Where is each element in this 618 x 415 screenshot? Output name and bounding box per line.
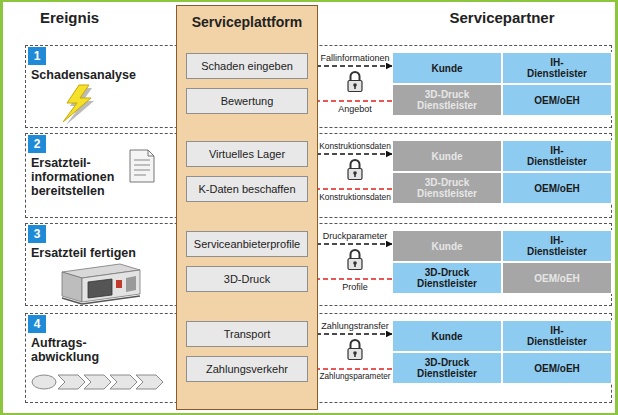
return-flow-arrow: [308, 368, 392, 370]
edge-label: Angebot: [338, 104, 372, 114]
return-flow-arrow: [308, 278, 392, 280]
partner-box: IH- Dienstleister: [502, 230, 612, 262]
platform-function-box: Schaden eingeben: [186, 53, 308, 79]
function-label: Virtuelles Lager: [209, 148, 285, 160]
step-number: 4: [28, 315, 46, 333]
partner-label: Kunde: [431, 331, 462, 342]
event-row: Ersatzteil- informationen bereitstellen 2…: [25, 133, 612, 218]
partner-box: IH- Dienstleister: [502, 140, 612, 172]
partner-box: 3D-Druck Dienstleister: [392, 172, 502, 204]
edge-label: Zahlungsparameter: [320, 372, 391, 381]
step-number: 2: [28, 135, 46, 153]
padlock-icon: [348, 72, 362, 92]
column-heading: Serviceplattform: [177, 6, 317, 30]
partner-box: IH- Dienstleister: [502, 52, 612, 84]
step-number-text: 2: [34, 137, 41, 151]
function-label: Serviceanbieterprofile: [194, 238, 300, 250]
data-flow-arrow: [308, 65, 392, 67]
partner-label: Kunde: [431, 241, 462, 252]
padlock-icon: [348, 160, 362, 180]
event-title: Ersatzteil fertigen: [31, 246, 171, 260]
partner-box: Kunde: [392, 52, 502, 84]
partner-box: 3D-Druck Dienstleister: [392, 84, 502, 116]
function-label: Zahlungsverkehr: [206, 363, 288, 375]
partner-box: IH- Dienstleister: [502, 320, 612, 352]
partner-label: Kunde: [431, 63, 462, 74]
partner-label: OEM/oEH: [534, 363, 580, 374]
partner-box: OEM/oEH: [502, 262, 612, 294]
partner-label: IH- Dienstleister: [520, 145, 594, 167]
data-flow-arrow: [308, 243, 392, 245]
event-title: Ersatzteil- informationen bereitstellen: [31, 156, 126, 198]
event-row: Auftrags- abwicklung 4Kunde IH- Dienstleis…: [25, 313, 612, 403]
partner-label: OEM/oEH: [534, 273, 580, 284]
step-number-text: 4: [34, 317, 41, 331]
platform-function-box: 3D-Druck: [186, 266, 308, 292]
column-heading: Servicepartner: [449, 9, 554, 26]
lightning-icon: [63, 85, 94, 125]
platform-function-box: Serviceanbieterprofile: [186, 231, 308, 257]
partner-label: IH- Dienstleister: [520, 57, 594, 79]
partner-label: OEM/oEH: [534, 95, 580, 106]
event-title: Auftrags- abwicklung: [31, 336, 116, 364]
edge-label: Profile: [342, 282, 368, 292]
event-row: Schadensanalyse 1Kunde IH- Dienstleister 3D…: [25, 45, 612, 128]
function-label: K-Daten beschaffen: [198, 183, 295, 195]
function-label: Transport: [224, 328, 271, 340]
edge-label: Zahlungstransfer: [321, 321, 389, 331]
platform-function-box: Bewertung: [186, 88, 308, 114]
printer-machine-icon: [62, 264, 140, 304]
white-panel: [3, 2, 615, 413]
function-label: 3D-Druck: [224, 273, 270, 285]
partner-label: OEM/oEH: [534, 183, 580, 194]
partner-label: 3D-Druck Dienstleister: [410, 177, 484, 199]
partner-label: IH- Dienstleister: [520, 235, 594, 257]
partner-label: 3D-Druck Dienstleister: [410, 357, 484, 379]
edge-label: Druckparameter: [323, 231, 388, 241]
return-flow-arrow: [308, 100, 392, 102]
platform-function-box: Transport: [186, 321, 308, 347]
platform-function-box: Zahlungsverkehr: [186, 356, 308, 382]
step-number-text: 1: [34, 49, 41, 63]
partner-label: IH- Dienstleister: [520, 325, 594, 347]
partner-box: Kunde: [392, 140, 502, 172]
partner-box: 3D-Druck Dienstleister: [392, 262, 502, 294]
step-number: 3: [28, 225, 46, 243]
document-icon: [130, 150, 154, 182]
event-title: Schadensanalyse: [31, 68, 171, 82]
platform-function-box: K-Daten beschaffen: [186, 176, 308, 202]
edge-label: Konstruktionsdaten: [319, 141, 391, 151]
edge-label: Fallinformationen: [320, 53, 389, 63]
return-flow-arrow: [308, 188, 392, 190]
partner-box: Kunde: [392, 320, 502, 352]
partner-box: OEM/oEH: [502, 172, 612, 204]
partner-box: OEM/oEH: [502, 352, 612, 384]
function-label: Schaden eingeben: [201, 60, 293, 72]
partner-label: 3D-Druck Dienstleister: [410, 267, 484, 289]
data-flow-arrow: [308, 333, 392, 335]
function-label: Bewertung: [221, 95, 274, 107]
platform-column: ServiceplattformSchaden eingebenBewertun…: [176, 5, 318, 410]
process-chevrons-icon: [32, 375, 163, 389]
column-heading: Ereignis: [40, 9, 99, 26]
data-flow-arrow: [308, 153, 392, 155]
step-number-text: 3: [34, 227, 41, 241]
padlock-icon: [348, 250, 362, 270]
edge-label: Konstruktionsdaten: [319, 192, 391, 202]
partner-box: Kunde: [392, 230, 502, 262]
step-number: 1: [28, 47, 46, 65]
padlock-icon: [348, 340, 362, 360]
partner-label: Kunde: [431, 151, 462, 162]
partner-box: 3D-Druck Dienstleister: [392, 352, 502, 384]
partner-label: 3D-Druck Dienstleister: [410, 89, 484, 111]
partner-box: OEM/oEH: [502, 84, 612, 116]
event-row: Ersatzteil fertigen 3Kunde IH- Dienstleist…: [25, 223, 612, 306]
platform-function-box: Virtuelles Lager: [186, 141, 308, 167]
